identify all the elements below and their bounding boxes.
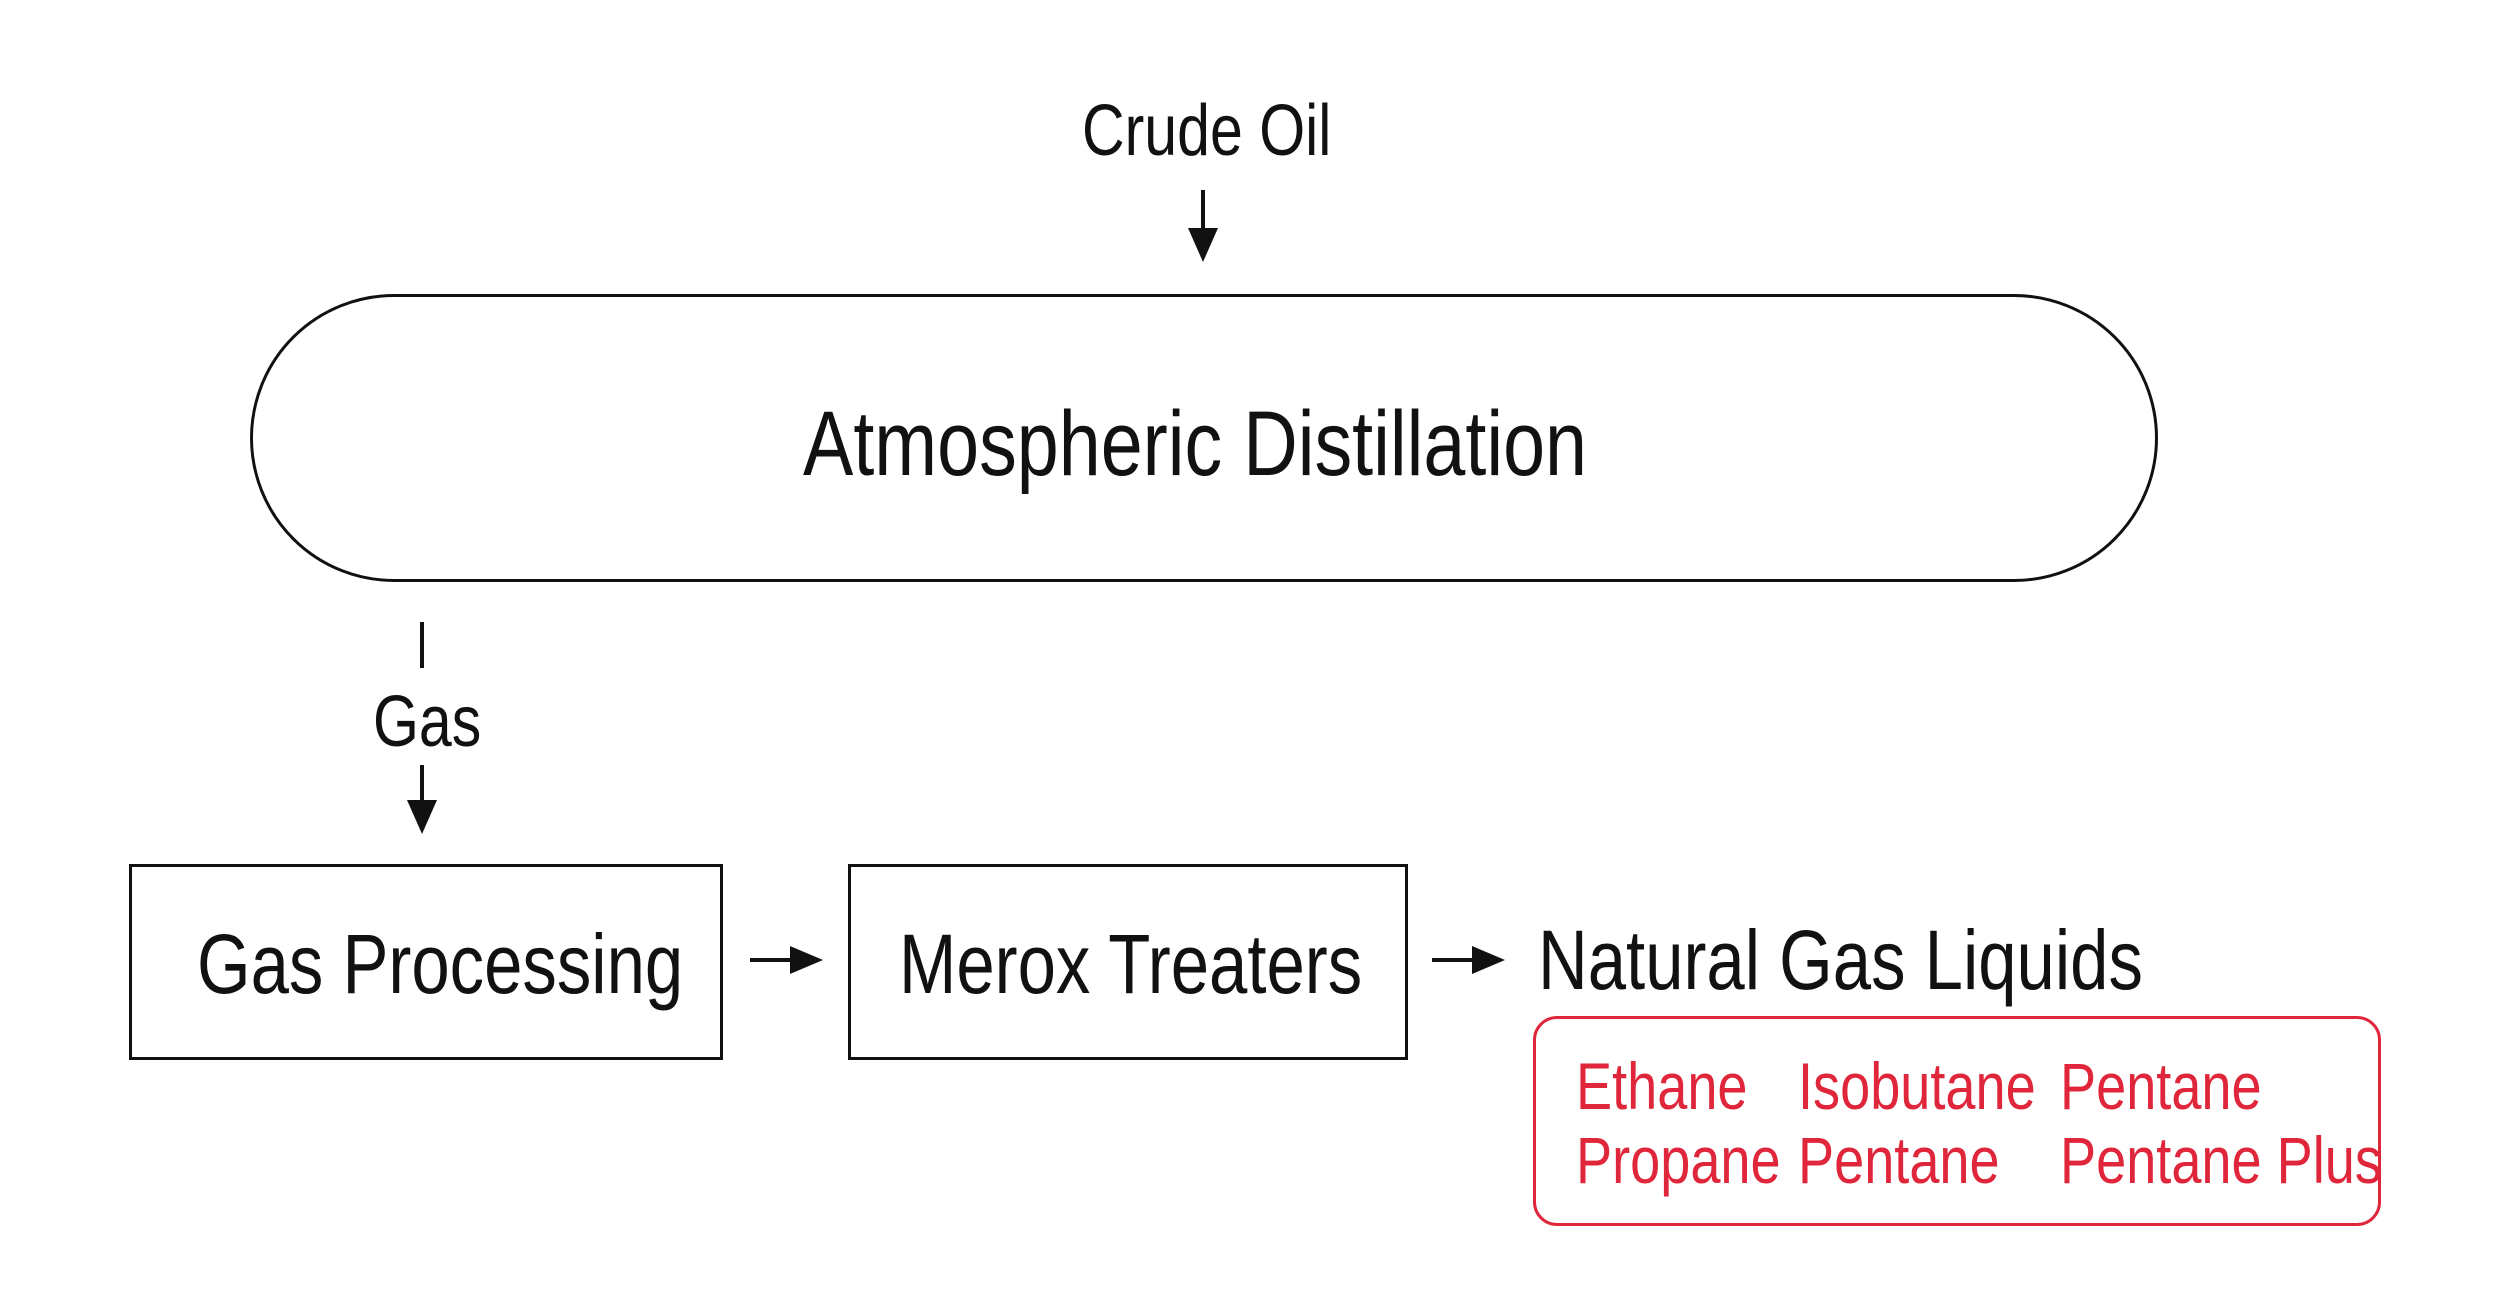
- merox-treaters-label: Merox Treaters: [899, 917, 1363, 1011]
- ngl-products-box: [1533, 1016, 2381, 1226]
- gas-processing-label: Gas Processing: [197, 917, 684, 1011]
- merox-to-ngl-arrow: [1432, 946, 1505, 974]
- product-propane: Propane: [1576, 1123, 1781, 1197]
- product-pentane-bottom: Pentane: [1798, 1123, 2000, 1197]
- processing-to-merox-arrow: [750, 946, 823, 974]
- gas-processing-unit: [129, 864, 723, 1060]
- product-ethane: Ethane: [1576, 1049, 1748, 1123]
- gas-stream-arrow: [407, 765, 437, 834]
- crude-oil-arrow: [1188, 190, 1218, 262]
- gas-stream-label: Gas: [373, 682, 482, 762]
- merox-treaters-unit: [848, 864, 1408, 1060]
- atmospheric-distillation-label: Atmospheric Distillation: [803, 393, 1588, 495]
- natural-gas-liquids-label: Natural Gas Liquids: [1538, 913, 2143, 1007]
- crude-oil-label: Crude Oil: [1082, 91, 1332, 171]
- atmospheric-distillation-unit: [250, 294, 2158, 582]
- product-pentane-plus: Pentane Plus: [2060, 1123, 2382, 1197]
- product-pentane-top: Pentane: [2060, 1049, 2262, 1123]
- product-isobutane: Isobutane: [1798, 1049, 2036, 1123]
